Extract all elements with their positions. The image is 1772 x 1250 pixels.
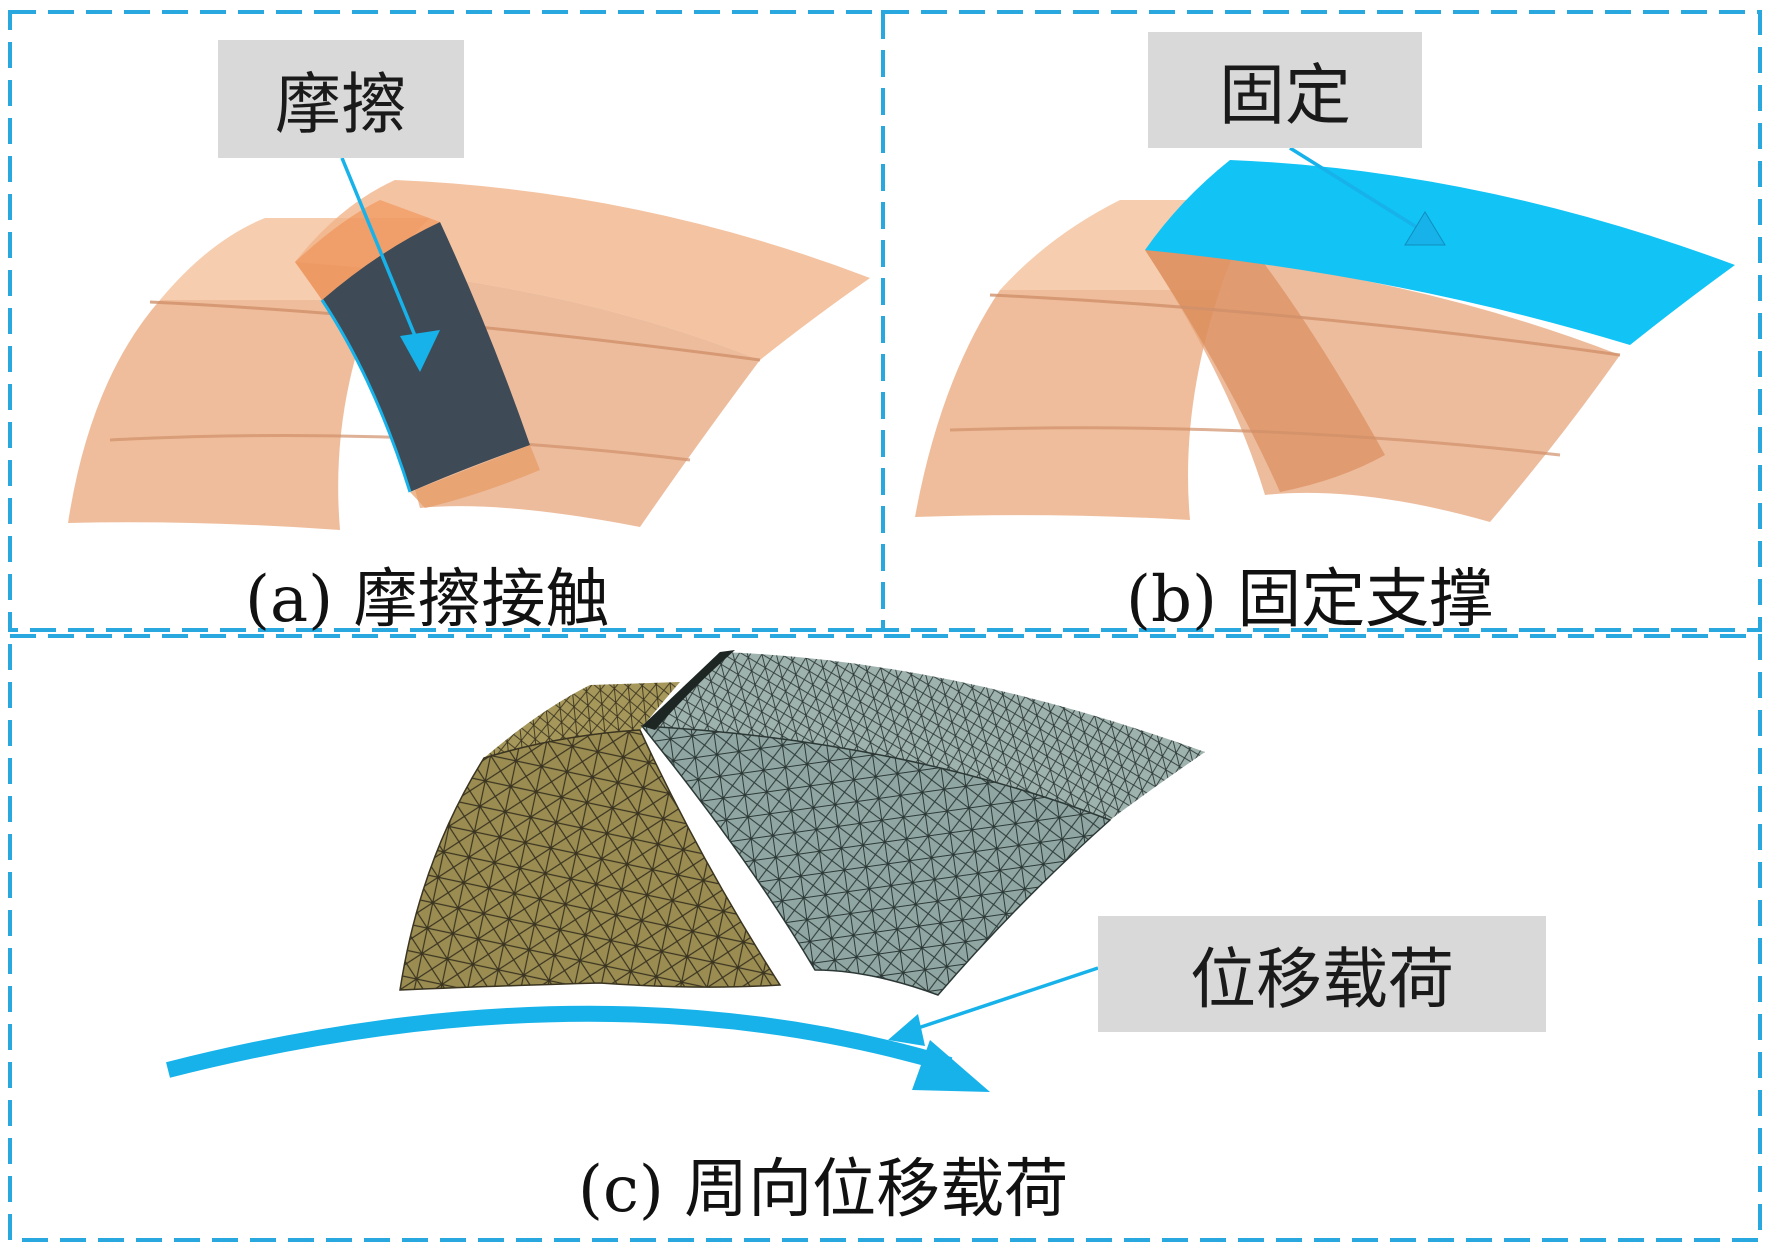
block-b-left-side [915,290,1220,520]
mesh-block-right-front [640,725,1112,996]
mesh-block-right-dark-edge [642,650,735,730]
arrow-b-shaft [1289,146,1419,230]
tag-fixed-text: 固定 [1219,57,1351,134]
tag-friction: 摩擦 [218,40,464,158]
frame-panel-c [8,634,1762,1242]
mesh-block-left-front [399,729,782,991]
arrow-a [340,157,440,372]
mesh-block-left-top [484,682,680,758]
mesh-block-right-top [642,652,1205,820]
fixed-face [1145,160,1735,345]
panel-frames [8,10,1762,1242]
block-a-overlap [295,200,440,300]
tag-displacement-load: 位移载荷 [1098,916,1546,1032]
block-b-middle-piece [1145,231,1385,492]
block-a-left-side [68,300,375,530]
block-b-band-1 [989,293,1621,357]
load-arrow [166,1005,990,1092]
panel-c-geometry [399,650,1205,996]
tag-displacement-load-text: 位移载荷 [1190,941,1454,1018]
arrow-c [888,966,1099,1046]
frame-panel-b [881,10,1762,632]
caption-b: (b) 固定支撑 [1126,563,1494,637]
caption-a: (a) 摩擦接触 [245,563,610,637]
panel-b-geometry [915,160,1735,522]
arrow-a-head [400,330,440,372]
block-b-band-2 [949,426,1561,457]
caption-c: (c) 周向位移载荷 [578,1153,1069,1227]
arrow-a-shaft [340,157,422,349]
contact-face-edge [320,299,412,493]
tag-friction-text: 摩擦 [275,66,407,143]
arrow-c-head [888,1014,925,1046]
arrow-b [1289,146,1446,246]
panel-a-geometry [68,180,870,530]
load-arrow-head [912,1040,990,1092]
arrow-b-head [1404,211,1446,246]
load-arrow-curve [166,1005,953,1078]
block-a-overlap-bottom [410,445,540,508]
tag-fixed: 固定 [1148,32,1422,148]
arrow-c-shaft [911,966,1099,1032]
